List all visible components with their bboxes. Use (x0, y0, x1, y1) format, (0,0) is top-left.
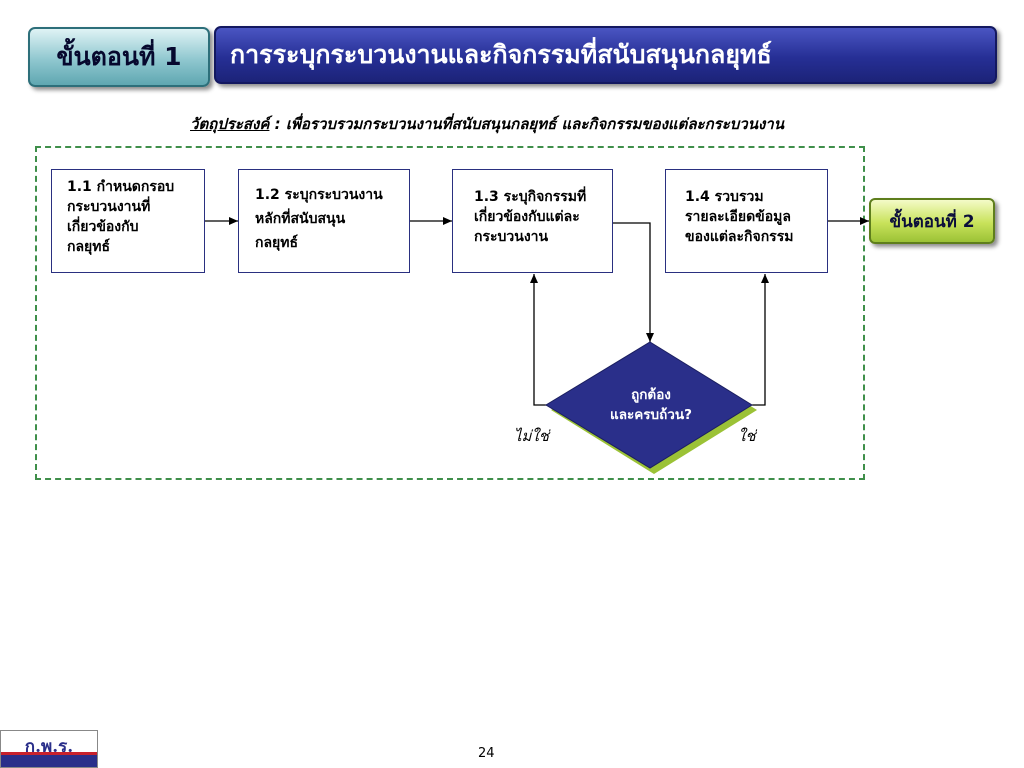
box-line: ของแต่ละกิจกรรม (685, 229, 794, 245)
opdc-logo: ก.พ.ร. (0, 730, 98, 768)
box-line: กระบวนงาน (474, 229, 549, 245)
decision-line-1: ถูกต้อง (631, 387, 671, 403)
page-number: 24 (478, 746, 495, 761)
yes-branch-label: ใช่ (738, 427, 756, 445)
next-step-2-button[interactable]: ขั้นตอนที่ 2 (869, 198, 995, 244)
box-line: เกี่ยวข้องกับ (67, 219, 139, 235)
box-line: หลักที่สนับสนุน (255, 211, 346, 227)
box-line: รายละเอียดข้อมูล (685, 209, 791, 225)
box-line: กระบวนงานที่ (67, 199, 151, 215)
logo-blue-stripe (1, 755, 97, 767)
step-1-tab: ขั้นตอนที่ 1 (28, 27, 210, 87)
box-line: กลยุทธ์ (67, 239, 111, 255)
objective-text: : เพื่อรวบรวมกระบวนงานที่สนับสนุนกลยุทธ์… (269, 115, 784, 133)
process-frame (35, 146, 865, 480)
process-box-1-3: 1.3 ระบุกิจกรรมที่ เกี่ยวข้องกับแต่ละ กร… (452, 169, 613, 273)
box-line: เกี่ยวข้องกับแต่ละ (474, 209, 580, 225)
process-box-1-1: 1.1 กำหนดกรอบ กระบวนงานที่ เกี่ยวข้องกับ… (51, 169, 205, 273)
process-box-1-4: 1.4 รวบรวม รายละเอียดข้อมูล ของแต่ละกิจก… (665, 169, 828, 273)
process-box-1-2: 1.2 ระบุกระบวนงาน หลักที่สนับสนุน กลยุทธ… (238, 169, 410, 273)
logo-red-stripe (1, 752, 97, 755)
objective-label: วัตถุประสงค์ (190, 115, 270, 133)
box-line: 1.4 รวบรวม (685, 189, 764, 205)
decision-text: ถูกต้อง และครบถ้วน? (572, 385, 730, 425)
box-line: 1.1 กำหนดกรอบ (67, 179, 175, 195)
box-line: กลยุทธ์ (255, 235, 299, 251)
box-line: 1.3 ระบุกิจกรรมที่ (474, 189, 587, 205)
decision-line-2: และครบถ้วน? (610, 407, 692, 423)
page-title: การระบุกระบวนงานและกิจกรรมที่สนับสนุนกลย… (214, 26, 997, 84)
box-line: 1.2 ระบุกระบวนงาน (255, 187, 383, 203)
objective-line: วัตถุประสงค์ : เพื่อรวบรวมกระบวนงานที่สน… (0, 112, 974, 136)
no-branch-label: ไม่ใช่ (514, 427, 549, 445)
